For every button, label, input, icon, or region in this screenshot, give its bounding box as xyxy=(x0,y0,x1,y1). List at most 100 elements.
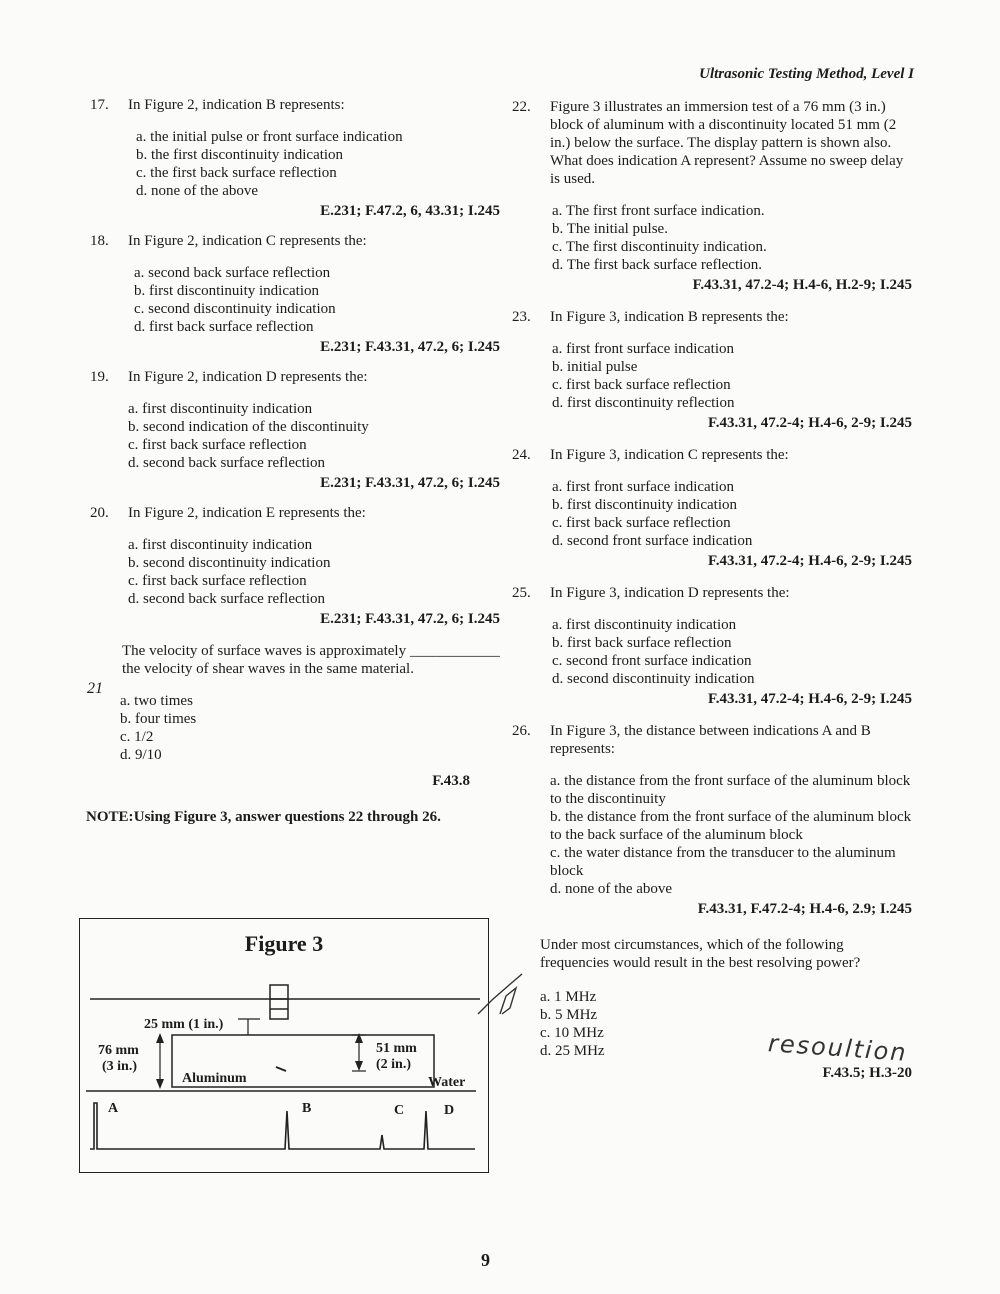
option-b: b. second discontinuity indication xyxy=(128,555,331,571)
option-a: a. first discontinuity indication xyxy=(128,537,313,553)
material-label: Aluminum xyxy=(182,1071,247,1086)
option-a: a. first discontinuity indication xyxy=(128,401,313,417)
question-number: 19. xyxy=(90,369,109,385)
question-20: 20. In Figure 2, indication E represents… xyxy=(90,504,500,628)
handwritten-question-number: 21 xyxy=(87,680,103,697)
question-number: 24. xyxy=(512,447,531,463)
option-c: c. first back surface reflection xyxy=(128,437,307,453)
option-b: b. first back surface reflection xyxy=(552,635,732,651)
question-21: The velocity of surface waves is approxi… xyxy=(90,642,500,790)
reference: F.43.31, F.47.2-4; H.4-6, 2.9; I.245 xyxy=(697,901,912,917)
question-stem: The velocity of surface waves is approxi… xyxy=(122,643,500,677)
figure-3: Figure 3 xyxy=(79,918,489,1173)
answer-options: a. first discontinuity indication b. sec… xyxy=(128,536,500,608)
question-stem: In Figure 3, the distance between indica… xyxy=(550,723,871,757)
block-height-label-1: 76 mm xyxy=(98,1043,139,1058)
option-b: b. initial pulse xyxy=(552,359,638,375)
option-c: c. the water distance from the transduce… xyxy=(550,845,896,879)
question-number: 22. xyxy=(512,99,531,115)
answer-options: a. the distance from the front surface o… xyxy=(550,772,912,898)
option-b: b. first discontinuity indication xyxy=(134,283,319,299)
question-24: 24. In Figure 3, indication C represents… xyxy=(512,446,912,570)
option-a: a. two times xyxy=(120,693,193,709)
option-a: a. the initial pulse or front surface in… xyxy=(136,129,403,145)
option-c: c. second front surface indication xyxy=(552,653,752,669)
question-stem: In Figure 3, indication C represents the… xyxy=(550,447,789,463)
a-scan-trace xyxy=(90,1102,475,1150)
option-b: b. The initial pulse. xyxy=(552,221,668,237)
answer-options: a. The first front surface indication. b… xyxy=(550,202,912,274)
question-stem: In Figure 2, indication E represents the… xyxy=(128,505,366,521)
option-c: c. the first back surface reflection xyxy=(136,165,337,181)
option-b: b. first discontinuity indication xyxy=(552,497,737,513)
reference: F.43.5; H.3-20 xyxy=(822,1065,912,1081)
question-number: 18. xyxy=(90,233,109,249)
answer-options: a. first discontinuity indication b. sec… xyxy=(128,400,500,472)
figure-title: Figure 3 xyxy=(244,931,324,956)
indication-d-label: D xyxy=(444,1103,455,1118)
pen-stroke xyxy=(477,973,523,1015)
left-column: 17. In Figure 2, indication B represents… xyxy=(86,96,500,826)
question-27: Under most circumstances, which of the f… xyxy=(512,936,912,1082)
answer-options: a. second back surface reflection b. fir… xyxy=(128,264,500,336)
option-a: a. the distance from the front surface o… xyxy=(550,773,911,807)
option-c: c. The first discontinuity indication. xyxy=(552,239,767,255)
reference: E.231; F.43.31, 47.2, 6; I.245 xyxy=(320,611,500,627)
disc-depth-label-2: (2 in.) xyxy=(376,1057,411,1072)
answer-options: a. first front surface indication b. fir… xyxy=(550,478,912,550)
reference: F.43.31, 47.2-4; H.4-6, 2-9; I.245 xyxy=(707,691,912,707)
indication-c-label: C xyxy=(394,1103,405,1118)
option-d: d. second front surface indication xyxy=(552,533,753,549)
question-23: 23. In Figure 3, indication B represents… xyxy=(512,308,912,432)
question-number: 20. xyxy=(90,505,109,521)
option-d: d. first discontinuity reflection xyxy=(552,395,735,411)
disc-depth-label-1: 51 mm xyxy=(376,1041,417,1056)
question-stem: In Figure 3, indication D represents the… xyxy=(550,585,790,601)
indication-b-label: B xyxy=(302,1101,312,1116)
option-b: b. the distance from the front surface o… xyxy=(550,809,912,843)
figure-diagram xyxy=(86,984,480,1150)
option-b: b. 5 MHz xyxy=(540,1007,598,1023)
running-header: Ultrasonic Testing Method, Level I xyxy=(699,66,914,82)
question-stem: Under most circumstances, which of the f… xyxy=(540,937,861,971)
reference: E.231; F.43.31, 47.2, 6; I.245 xyxy=(320,339,500,355)
transducer-icon xyxy=(269,984,289,1020)
question-25: 25. In Figure 3, indication D represents… xyxy=(512,584,912,708)
page-number: 9 xyxy=(481,1250,490,1270)
answer-options: a. first front surface indication b. ini… xyxy=(550,340,912,412)
question-stem: In Figure 3, indication B represents the… xyxy=(550,309,789,325)
option-d: d. none of the above xyxy=(136,183,259,199)
question-number: 25. xyxy=(512,585,531,601)
option-d: d. second discontinuity indication xyxy=(552,671,755,687)
reference: F.43.8 xyxy=(432,773,470,789)
answer-options: a. 1 MHz b. 5 MHz c. 10 MHz d. 25 MHz xyxy=(540,988,912,1060)
discontinuity-mark xyxy=(275,1066,287,1072)
block-height-label-2: (3 in.) xyxy=(102,1059,137,1074)
option-a: a. second back surface reflection xyxy=(134,265,331,281)
option-a: a. first front surface indication xyxy=(552,479,735,495)
indication-a-label: A xyxy=(108,1101,119,1116)
option-d: d. 25 MHz xyxy=(540,1043,605,1059)
option-a: a. first discontinuity indication xyxy=(552,617,737,633)
note-label: NOTE: xyxy=(86,809,134,825)
option-a: a. first front surface indication xyxy=(552,341,735,357)
option-b: b. four times xyxy=(120,711,197,727)
reference: E.231; F.47.2, 6, 43.31; I.245 xyxy=(320,203,500,219)
reference: F.43.31, 47.2-4; H.4-6, H.2-9; I.245 xyxy=(692,277,912,293)
answer-options: a. the initial pulse or front surface in… xyxy=(128,128,500,200)
option-c: c. 1/2 xyxy=(120,729,154,745)
medium-label: Water xyxy=(428,1075,466,1090)
option-d: d. second back surface reflection xyxy=(128,455,325,471)
option-a: a. The first front surface indication. xyxy=(552,203,765,219)
question-22: 22. Figure 3 illustrates an immersion te… xyxy=(512,98,912,294)
water-depth-label: 25 mm (1 in.) xyxy=(144,1017,224,1032)
option-d: d. none of the above xyxy=(550,881,673,897)
question-number: 23. xyxy=(512,309,531,325)
note-text: Using Figure 3, answer questions 22 thro… xyxy=(133,809,441,825)
question-17: 17. In Figure 2, indication B represents… xyxy=(90,96,500,220)
question-number: 17. xyxy=(90,97,109,113)
option-b: b. the first discontinuity indication xyxy=(136,147,344,163)
question-18: 18. In Figure 2, indication C represents… xyxy=(90,232,500,356)
reference: F.43.31, 47.2-4; H.4-6, 2-9; I.245 xyxy=(707,553,912,569)
